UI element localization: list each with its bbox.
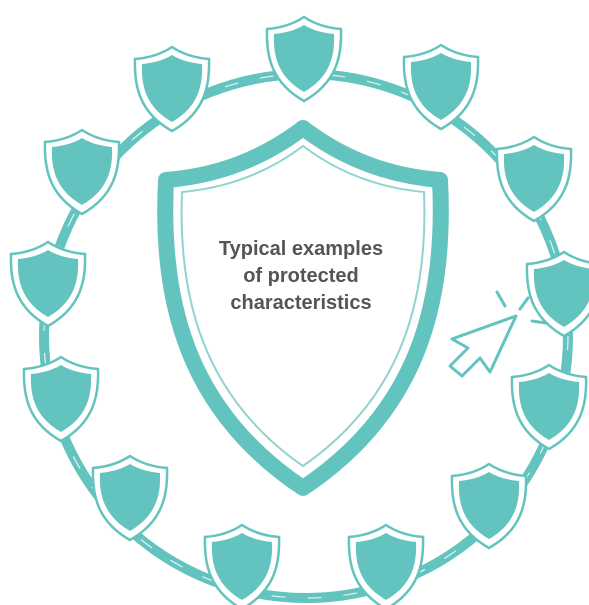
shield-icon [133, 45, 211, 133]
center-title-line-3: characteristics [230, 292, 372, 314]
shield-icon [495, 135, 573, 223]
shield-icon [43, 128, 121, 216]
shield-icon [91, 454, 169, 542]
shield-icon [402, 43, 480, 131]
center-title-line-2: of protected [243, 265, 359, 287]
shield-icon [450, 462, 528, 550]
cursor-arrow-icon [448, 290, 548, 378]
shield-icon [510, 363, 588, 451]
shield-icon [265, 15, 343, 103]
shield-icon [9, 240, 87, 328]
center-shield-icon [157, 120, 449, 496]
shield-icon [525, 250, 589, 338]
center-title: Typical examples of protected characteri… [196, 236, 406, 317]
shield-icon [22, 355, 100, 443]
center-title-line-1: Typical examples [218, 238, 384, 260]
